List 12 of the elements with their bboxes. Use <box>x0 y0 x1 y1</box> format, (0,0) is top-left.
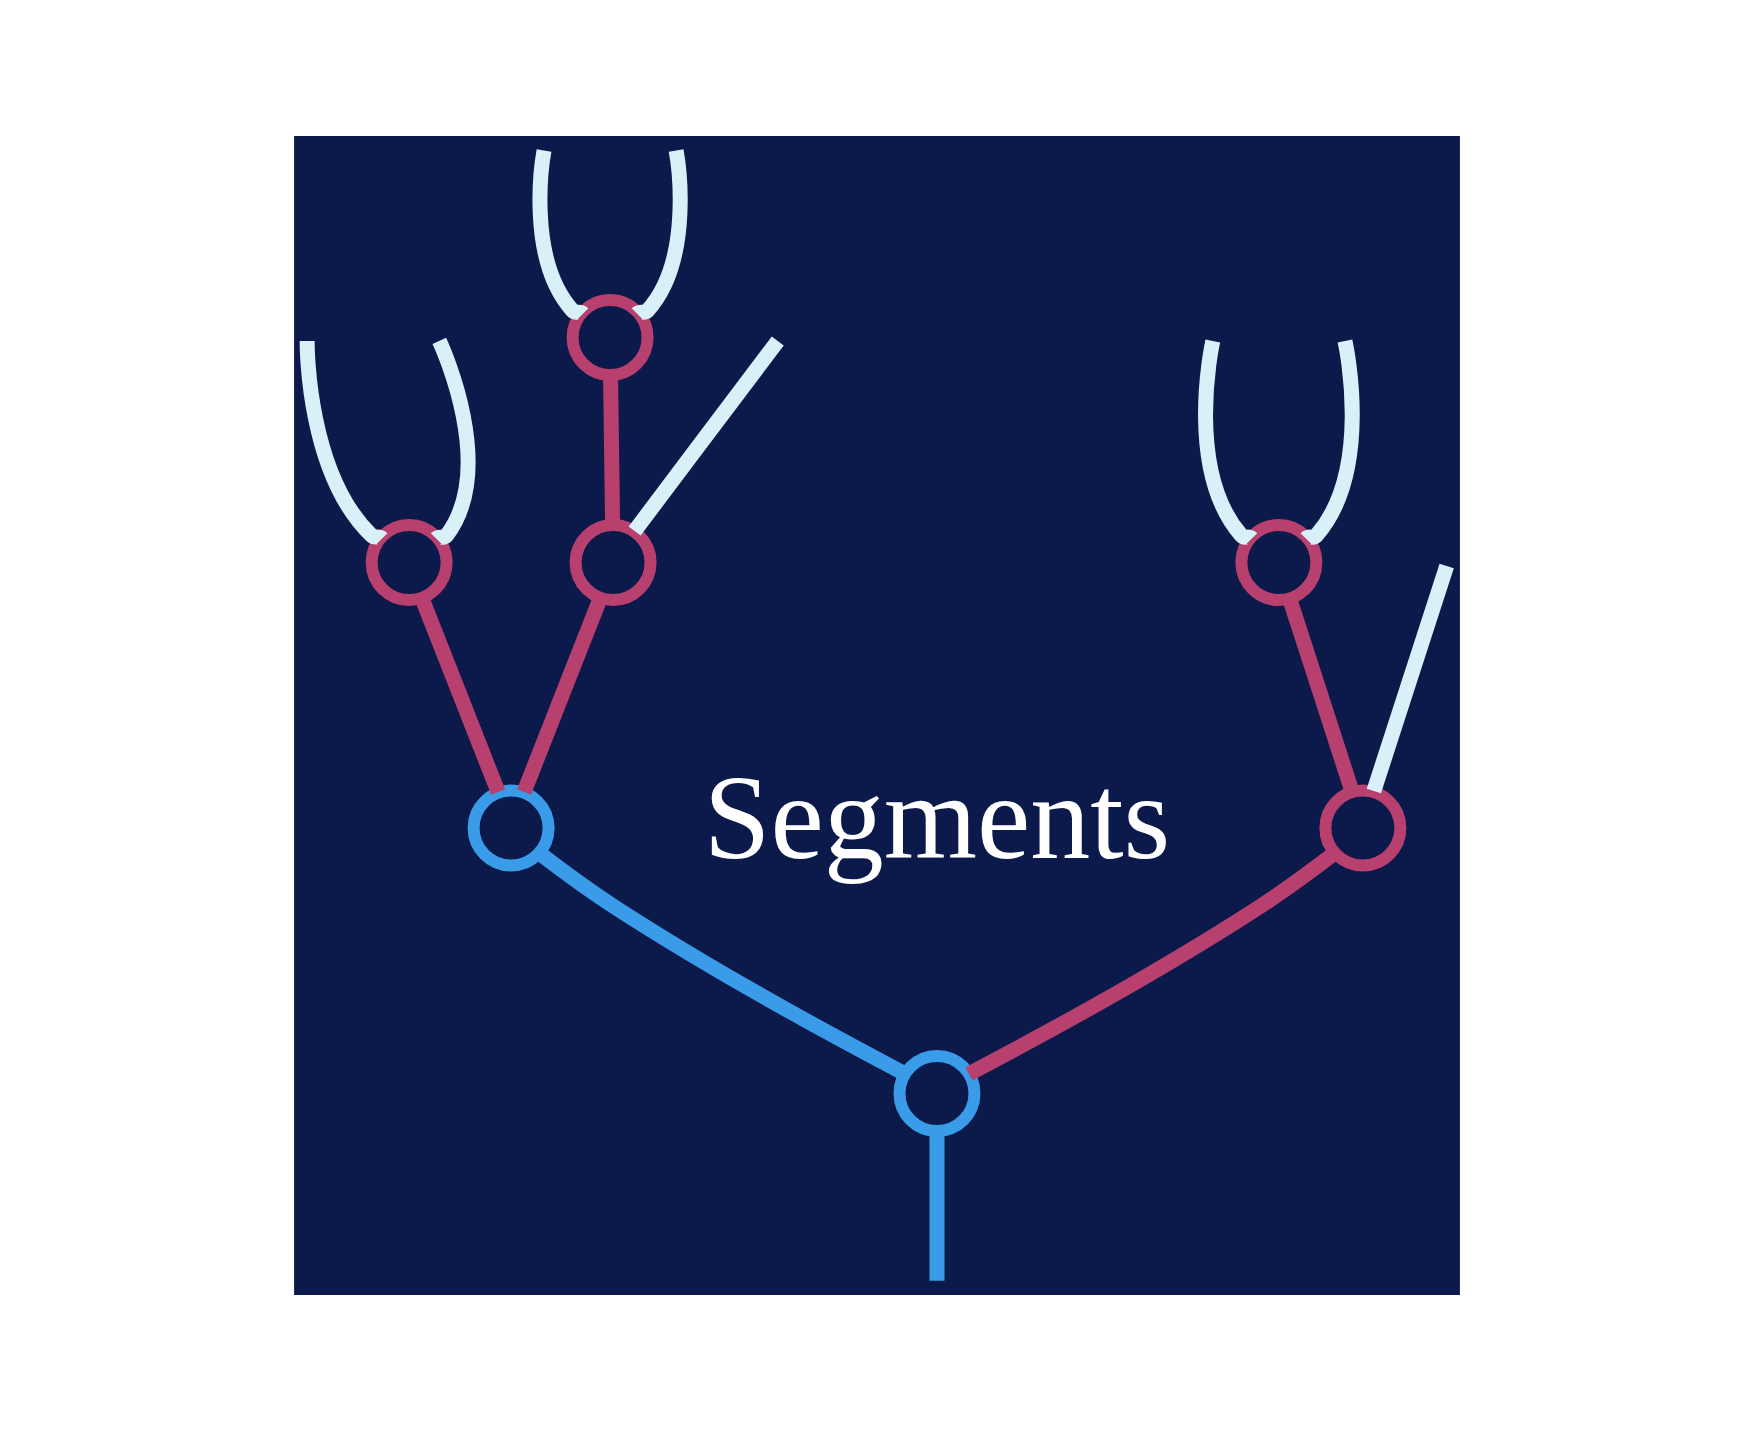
connector <box>431 337 475 545</box>
node-circle <box>1318 784 1406 871</box>
node-circle <box>569 518 657 606</box>
connector <box>965 847 1339 1080</box>
node-circle <box>467 784 555 871</box>
node-circle <box>566 293 654 381</box>
label: Segments <box>703 750 1170 884</box>
connector <box>1366 563 1454 793</box>
node-circle <box>1234 518 1322 606</box>
node-circle <box>365 518 453 606</box>
connector <box>628 336 784 535</box>
node-circle <box>893 1049 980 1137</box>
